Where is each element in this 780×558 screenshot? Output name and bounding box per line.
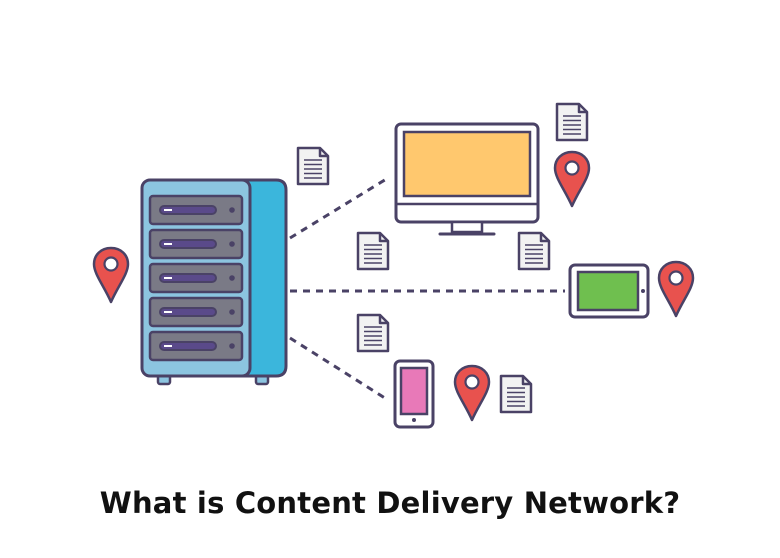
phone-icon bbox=[393, 359, 435, 429]
location-pin-icon bbox=[553, 150, 591, 208]
document-icon bbox=[356, 313, 390, 353]
document-icon bbox=[356, 231, 390, 271]
diagram-title: What is Content Delivery Network? bbox=[99, 486, 681, 520]
document-icon bbox=[555, 102, 589, 142]
link-lines bbox=[289, 176, 565, 402]
document-icon bbox=[517, 231, 551, 271]
monitor-icon bbox=[394, 122, 540, 236]
link-line-phone bbox=[289, 336, 389, 402]
location-pin-icon bbox=[453, 364, 491, 422]
location-pin-icon bbox=[657, 260, 695, 318]
link-line-monitor bbox=[289, 176, 389, 240]
server-icon bbox=[140, 178, 288, 386]
document-icon bbox=[499, 374, 533, 414]
location-pin-icon bbox=[92, 246, 130, 304]
drive-bays bbox=[148, 194, 244, 362]
document-icon bbox=[296, 146, 330, 186]
tablet-icon bbox=[568, 263, 650, 319]
